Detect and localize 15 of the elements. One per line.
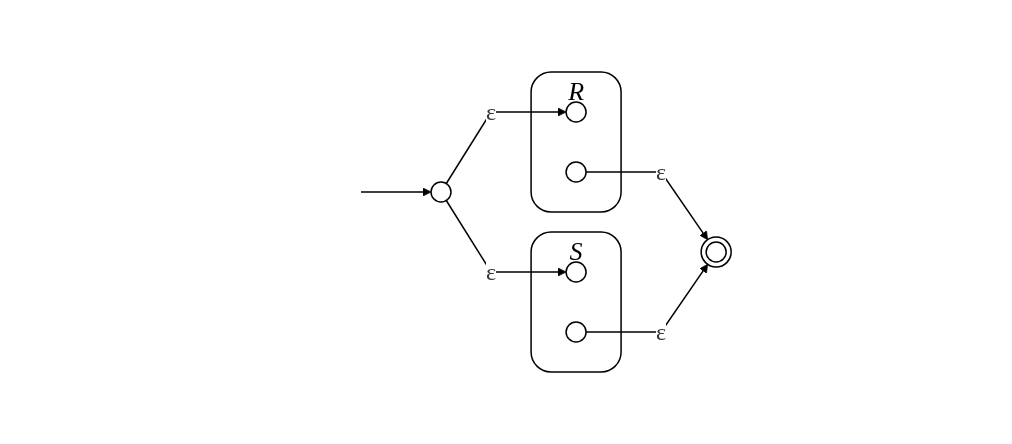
- node-circle: [565, 101, 587, 123]
- node-circle: [565, 321, 587, 343]
- node-circle: [565, 261, 587, 283]
- edge-label: ε: [485, 99, 496, 125]
- arrow: [360, 187, 432, 197]
- node-circle: [565, 161, 587, 183]
- edge-label: ε: [656, 319, 667, 345]
- arrow: [445, 199, 567, 277]
- arrow: [445, 107, 567, 185]
- cluster: R: [530, 71, 622, 213]
- edge-label: ε: [656, 159, 667, 185]
- node-circle: [430, 181, 452, 203]
- edge-label: ε: [485, 259, 496, 285]
- cluster: S: [530, 231, 622, 373]
- node-doublecircle: [700, 236, 732, 268]
